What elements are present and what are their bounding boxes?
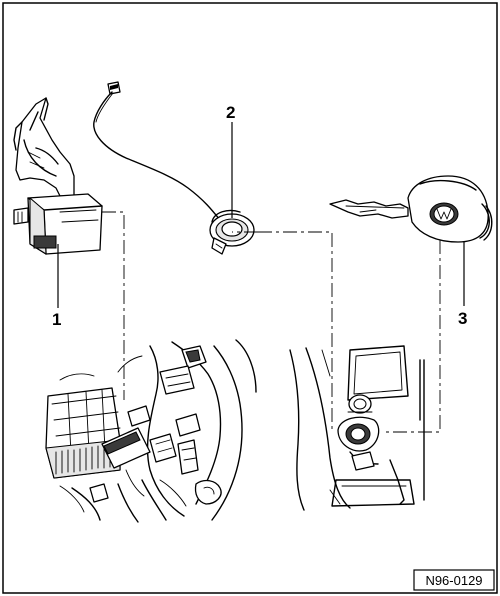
- callout-label-2: 2: [226, 103, 235, 122]
- callout-label-1: 1: [52, 310, 61, 329]
- alignment-lines: [102, 211, 441, 433]
- callout-3: 3: [458, 242, 467, 328]
- callout-label-3: 3: [458, 309, 467, 328]
- control-unit-part: [13, 97, 103, 255]
- reference-code-box: N96-0129: [413, 569, 495, 591]
- key-part: [329, 175, 493, 243]
- reference-code: N96-0129: [425, 573, 482, 588]
- installed-view-right: [289, 345, 425, 511]
- callout-2: 2: [226, 103, 235, 218]
- ignition-coil-part: [93, 81, 255, 255]
- callout-1: 1: [52, 244, 61, 329]
- installed-view-left: [45, 339, 257, 523]
